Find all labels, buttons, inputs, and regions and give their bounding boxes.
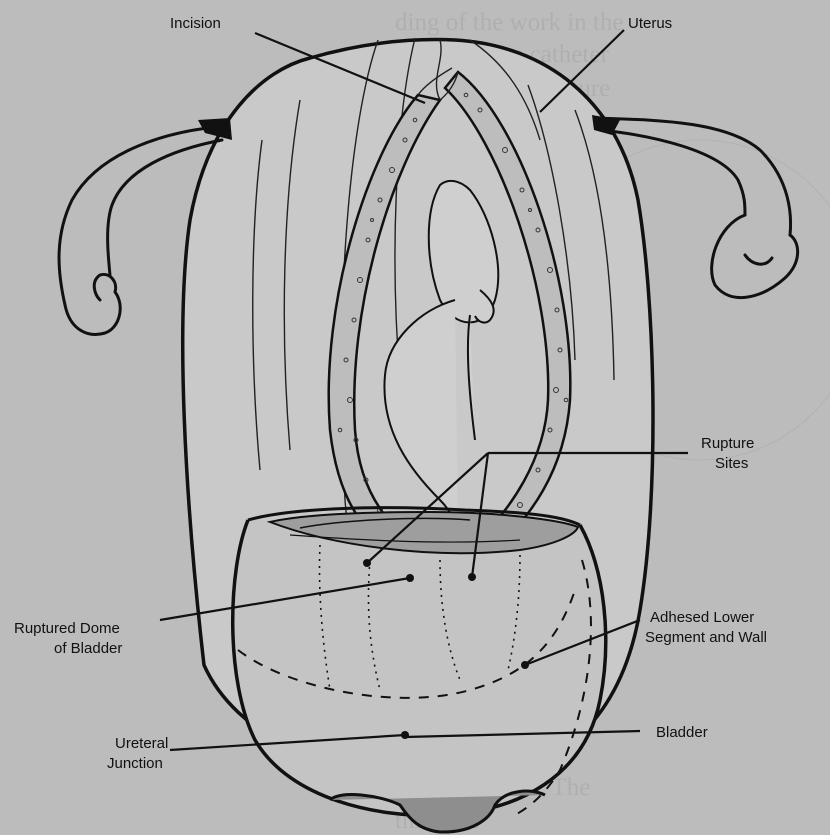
- label-rupture-sites-line2: Sites: [715, 455, 748, 472]
- label-uterus: Uterus: [628, 15, 672, 32]
- label-adhesed-line1: Adhesed Lower: [650, 609, 754, 626]
- label-rupture-sites-line1: Rupture: [701, 435, 754, 452]
- label-incision: Incision: [170, 15, 221, 32]
- label-ureteral-line1: Ureteral: [115, 735, 168, 752]
- label-ruptured-dome-line2: of Bladder: [54, 640, 122, 657]
- label-ureteral-line2: Junction: [107, 755, 163, 772]
- label-adhesed-line2: Segment and Wall: [645, 629, 767, 646]
- label-bladder: Bladder: [656, 724, 708, 741]
- label-ruptured-dome-line1: Ruptured Dome: [14, 620, 120, 637]
- svg-text:ding of the work in the: ding of the work in the: [395, 9, 623, 36]
